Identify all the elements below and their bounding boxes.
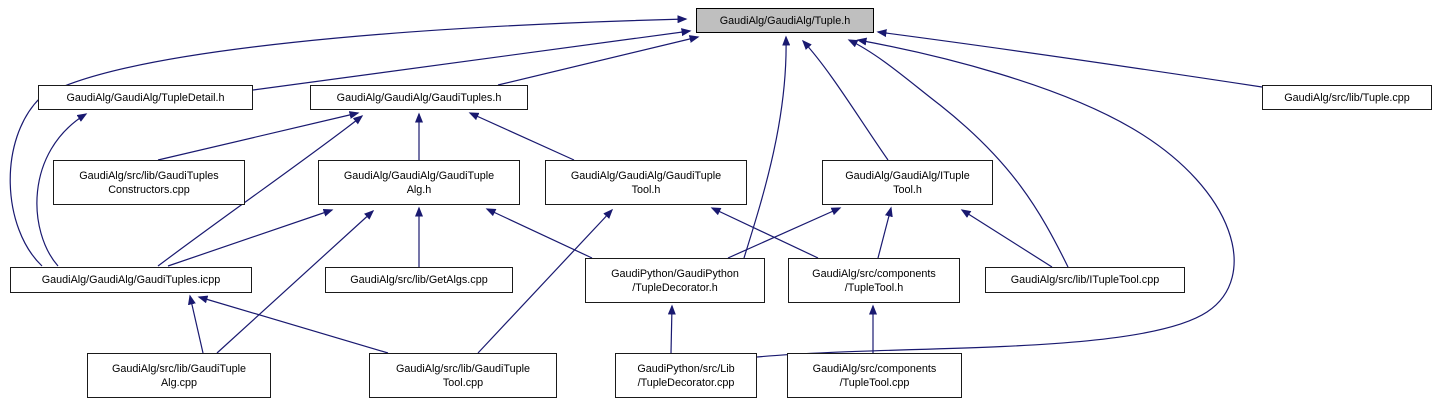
edge-gaudituplletool-cpp-to-gaudituplletool-h	[477, 208, 614, 354]
node-label-line: GaudiAlg/GaudiAlg/GaudiTuple	[570, 169, 722, 182]
node-label-line: GaudiAlg/GaudiAlg/Tuple.h	[719, 14, 851, 27]
edge-itupletool-cpp-to-itupletool-h	[960, 209, 1053, 268]
edge-gaudituples-icpp-to-gaudituplealg-h	[167, 208, 334, 267]
node-label-line: GaudiAlg/GaudiAlg/GaudiTuple	[343, 169, 495, 182]
node-label-line: GaudiAlg/src/lib/GaudiTuple	[111, 362, 247, 375]
node-label-line: GaudiAlg/src/components	[812, 362, 937, 375]
graph-node-tuple-h[interactable]: GaudiAlg/GaudiAlg/Tuple.h	[696, 8, 874, 33]
node-label-line: GaudiAlg/src/lib/GaudiTuple	[395, 362, 531, 375]
edge-tupledecorator-h-to-gaudituplealg-h	[485, 208, 593, 259]
node-label-line: GaudiPython/src/Lib	[637, 362, 735, 375]
node-label-line: GaudiAlg/src/lib/Tuple.cpp	[1284, 91, 1410, 104]
edge-gaudituples-icpp-to-tuple-h	[9, 15, 688, 267]
node-label-line: Alg.h	[406, 183, 432, 196]
graph-node-tupletool-h[interactable]: GaudiAlg/src/components/TupleTool.h	[788, 258, 960, 303]
edge-gaudituples-icpp-to-gaudituples-h	[157, 115, 364, 267]
edge-itupletool-h-to-tuple-h	[801, 39, 889, 161]
node-label-line: GaudiAlg/GaudiAlg/GaudiTuples.icpp	[41, 274, 221, 286]
graph-node-gaudituples-icpp[interactable]: GaudiAlg/GaudiAlg/GaudiTuples.icpp	[10, 267, 252, 293]
node-label-line: /TupleTool.h	[844, 281, 904, 294]
node-label-line: GaudiAlg/GaudiAlg/TupleDetail.h	[66, 91, 225, 104]
edge-gaudituplletool-h-to-gaudituples-h	[468, 112, 575, 161]
node-label-line: GaudiAlg/src/lib/GetAlgs.cpp	[350, 274, 488, 286]
node-label-line: Tool.h	[893, 183, 922, 196]
edge-tuple-cpp-to-tuple-h	[876, 29, 1263, 88]
node-label-line: Tool.cpp	[442, 376, 484, 389]
node-label-line: /TupleDecorator.cpp	[637, 376, 735, 389]
graph-node-tupledecorator-cpp[interactable]: GaudiPython/src/Lib/TupleDecorator.cpp	[615, 353, 757, 398]
node-label-line: GaudiAlg/GaudiAlg/ITuple	[845, 169, 970, 182]
edge-gaudituplesconstructors-cpp-to-gaudituples-h	[157, 111, 360, 161]
edge-tupledecorator-h-to-tuple-h	[743, 35, 791, 259]
node-label-line: GaudiAlg/GaudiAlg/GaudiTuples.h	[336, 91, 502, 104]
edge-gaudituplletool-cpp-to-gaudituples-icpp	[197, 295, 389, 354]
graph-node-getalgs-cpp[interactable]: GaudiAlg/src/lib/GetAlgs.cpp	[325, 267, 513, 293]
edge-gaudituplealg-cpp-to-gaudituples-icpp	[187, 294, 204, 354]
node-label-line: /TupleTool.cpp	[839, 376, 910, 389]
graph-node-tupledetail-h[interactable]: GaudiAlg/GaudiAlg/TupleDetail.h	[38, 85, 253, 110]
node-label-line: GaudiPython/GaudiPython	[611, 267, 739, 280]
node-label-line: GaudiAlg/src/components	[812, 267, 936, 280]
edge-itupletool-cpp-to-tuple-h	[847, 39, 1069, 268]
graph-node-tupledecorator-h[interactable]: GaudiPython/GaudiPython/TupleDecorator.h	[585, 258, 765, 303]
graph-node-tuple-cpp[interactable]: GaudiAlg/src/lib/Tuple.cpp	[1262, 85, 1432, 110]
edge-tupledecorator-cpp-to-tuple-h	[756, 37, 1235, 358]
node-label-line: Alg.cpp	[160, 376, 197, 389]
edge-gaudituplealg-cpp-to-gaudituplealg-h	[216, 209, 375, 354]
graph-node-itupletool-cpp[interactable]: GaudiAlg/src/lib/ITupleTool.cpp	[985, 267, 1185, 293]
graph-node-gaudituples-h[interactable]: GaudiAlg/GaudiAlg/GaudiTuples.h	[310, 85, 528, 110]
node-label-line: GaudiAlg/src/lib/ITupleTool.cpp	[1010, 274, 1160, 286]
edge-tupletool-h-to-gaudituplletool-h	[710, 207, 819, 259]
edge-tupledetail-h-to-tuple-h	[252, 28, 692, 91]
node-label-line: Constructors.cpp	[108, 183, 190, 196]
node-label-line: GaudiAlg/src/lib/GaudiTuples	[79, 169, 219, 182]
edge-tupletool-h-to-itupletool-h	[877, 206, 893, 259]
edge-tupledecorator-h-to-itupletool-h	[727, 207, 842, 259]
node-label-line: /TupleDecorator.h	[632, 281, 718, 294]
node-label-line: Tool.h	[631, 183, 661, 196]
edge-gaudituples-icpp-to-tupledetail-h	[36, 113, 88, 267]
graph-node-tupletool-cpp[interactable]: GaudiAlg/src/components/TupleTool.cpp	[787, 353, 962, 398]
edge-gaudituples-h-to-tuple-h	[497, 35, 700, 86]
edge-tupledecorator-cpp-to-tupledecorator-h	[667, 304, 676, 354]
